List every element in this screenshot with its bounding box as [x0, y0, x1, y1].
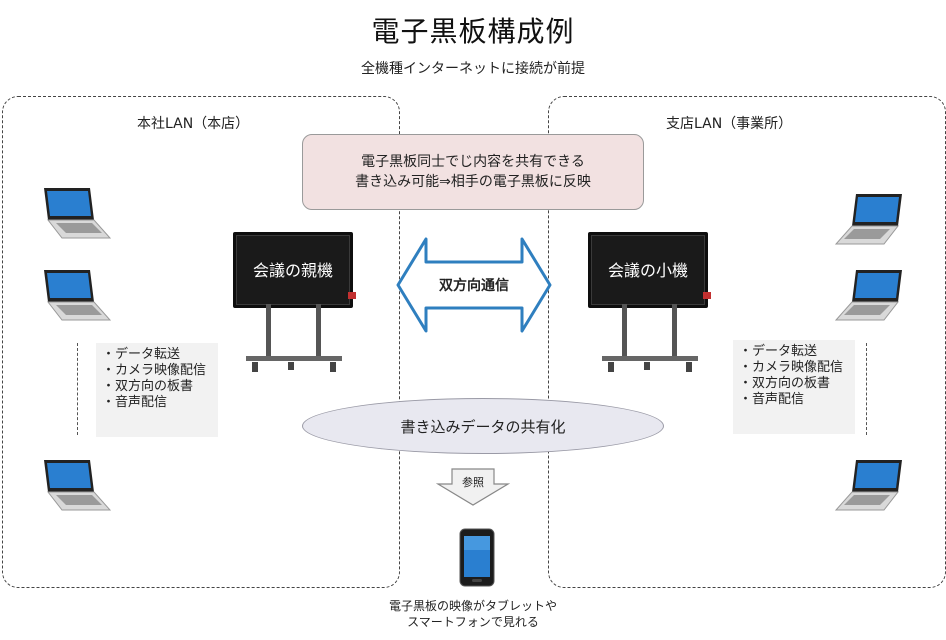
page-subtitle: 全機種インターネットに接続が前提: [361, 61, 585, 77]
feature-item: ・カメラ映像配信: [102, 363, 207, 378]
feature-item: ・データ転送: [102, 347, 181, 362]
page-title: 電子黒板構成例: [371, 15, 575, 48]
laptop-icon: [834, 270, 902, 321]
feature-item: ・データ転送: [739, 344, 818, 359]
laptop-icon: [44, 188, 112, 239]
info-box-line-1: 電子黒板同士でじ内容を共有できる: [361, 154, 585, 170]
features-left: ・データ転送 ・カメラ映像配信 ・双方向の板書 ・音声配信: [96, 343, 218, 437]
connector-line-left: [77, 343, 78, 435]
connector-line-right: [866, 343, 867, 435]
reference-label: 参照: [462, 476, 484, 489]
feature-item: ・音声配信: [739, 392, 805, 407]
display-left-label: 会議の親機: [252, 261, 333, 280]
lan-right-label: 支店LAN（事業所）: [662, 113, 797, 133]
display-left-indicator: [348, 292, 356, 299]
laptop-icon: [44, 460, 112, 511]
laptop-icon: [44, 270, 112, 321]
down-arrow-icon: [436, 468, 510, 506]
caption-line-1: 電子黒板の映像がタブレットや: [388, 599, 557, 613]
info-box: 電子黒板同士でじ内容を共有できる 書き込み可能⇒相手の電子黒板に反映: [302, 134, 644, 210]
shared-data-ellipse: 書き込みデータの共有化: [302, 398, 664, 454]
display-stand-icon: [246, 304, 342, 372]
info-box-line-2: 書き込み可能⇒相手の電子黒板に反映: [355, 174, 591, 190]
arrow-label: 双方向通信: [439, 278, 509, 294]
shared-data-label: 書き込みデータの共有化: [400, 417, 566, 436]
laptop-icon: [834, 460, 902, 511]
feature-item: ・音声配信: [102, 395, 168, 410]
display-stand-icon: [602, 304, 698, 372]
display-left: 会議の親機: [233, 232, 353, 308]
bidirectional-arrow-icon: [396, 237, 552, 333]
lan-left-label: 本社LAN（本店）: [133, 113, 254, 133]
feature-item: ・双方向の板書: [102, 379, 194, 394]
display-right-label: 会議の小機: [607, 261, 688, 280]
features-right: ・データ転送 ・カメラ映像配信 ・双方向の板書 ・音声配信: [733, 340, 855, 434]
display-right-indicator: [703, 292, 711, 299]
caption-line-2: スマートフォンで見れる: [407, 615, 539, 629]
caption: 電子黒板の映像がタブレットや スマートフォンで見れる: [360, 598, 586, 630]
smartphone-icon: [459, 528, 495, 587]
laptop-icon: [834, 194, 902, 245]
feature-item: ・カメラ映像配信: [739, 360, 844, 375]
display-right: 会議の小機: [588, 232, 708, 308]
feature-item: ・双方向の板書: [739, 376, 831, 391]
